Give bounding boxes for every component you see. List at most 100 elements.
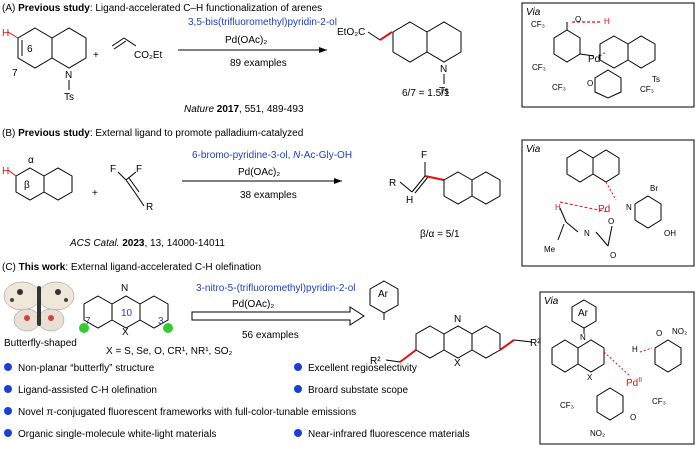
- product-c: [369, 280, 533, 363]
- br-label-b: Br: [650, 184, 658, 193]
- via-box-b: [521, 139, 695, 267]
- position-10-label: 10: [121, 308, 133, 319]
- f-label-product-b: F: [421, 150, 427, 161]
- f-label-b2: F: [136, 164, 142, 175]
- f-label-b1: F: [110, 164, 116, 175]
- o-label-via-b: O: [608, 217, 614, 226]
- alpha-label: α: [28, 155, 34, 166]
- x-label-product-c: X: [454, 358, 461, 369]
- position-7-label-c: 7: [85, 316, 91, 327]
- h-label-product-b: H: [406, 195, 413, 206]
- no2-label-via-c1: NO₂: [672, 327, 687, 336]
- section-a-title: (A) Previous study: Ligand-accelerated C…: [2, 3, 322, 14]
- ts-label-a2: Ts: [439, 86, 449, 97]
- butterfly-caption: Butterfly-shaped: [4, 338, 77, 349]
- examples-b: 38 examples: [240, 190, 297, 201]
- bullet-item: Non-planar “butterfly” structure: [18, 363, 155, 374]
- phenothiazine-reactant: [83, 295, 169, 329]
- h-label-via-b: H: [555, 203, 561, 212]
- co2et-label: CO₂Et: [134, 50, 163, 61]
- beta-label: β: [24, 180, 30, 191]
- ligand-c: 3-nitro-5-(trifluoromethyl)pyridin-2-ol: [196, 283, 356, 294]
- n-label-via-b: N: [626, 203, 632, 212]
- cf3-a-right: CF₃: [640, 85, 654, 94]
- r2-label-left: R²: [370, 356, 381, 367]
- bullet-item: Ligand-assisted C-H olefination: [18, 385, 157, 396]
- bullet-item: Organic single-molecule white-light mate…: [18, 429, 216, 440]
- product-b: [399, 162, 501, 205]
- via-label-b: Via: [526, 144, 541, 155]
- n-label-product-c: N: [454, 314, 461, 325]
- ester-label: EtO₂C: [337, 27, 365, 38]
- section-c-title: (C) This work: External ligand-accelerat…: [2, 262, 261, 273]
- bullet-item: Excellent regioselectivity: [308, 363, 417, 374]
- o-label-via-c: O: [656, 329, 662, 338]
- position-3-label-c: 3: [158, 316, 164, 327]
- o-label-via-c2: O: [630, 413, 636, 422]
- o-label-a2: O: [587, 79, 593, 88]
- r2-label-right: R²: [530, 338, 541, 349]
- no2-label-via-c2: NO₂: [590, 429, 605, 438]
- ar-label-c: Ar: [378, 289, 389, 300]
- via-box-c: [539, 291, 695, 445]
- tetrahydroquinoline-reactant: [7, 27, 87, 69]
- cf3-c-right: CF₃: [652, 397, 666, 406]
- cf3-a-top: CF₃: [531, 20, 545, 29]
- ligand-a: 3,5-bis(trifluoromethyl)pyridin-2-ol: [188, 17, 337, 28]
- reference-b: ACS Catal. 2023, 13, 14000-14011: [69, 238, 225, 249]
- butterfly-image: [3, 281, 75, 332]
- ligand-b: 6-bromo-pyridine-3-ol, N-Ac-Gly-OH: [192, 150, 352, 161]
- nh-label-c: N: [121, 283, 128, 294]
- catalyst-a: Pd(OAc)₂: [225, 35, 267, 46]
- cf3-a-bottom: CF₃: [552, 83, 566, 92]
- transition-state-c: [551, 299, 682, 421]
- reaction-arrow-c: [191, 306, 365, 326]
- ts-label-a: Ts: [64, 92, 74, 103]
- plus-b: +: [92, 188, 98, 199]
- position-7-label: 7: [12, 68, 18, 79]
- h-label-via-c: H: [632, 345, 638, 354]
- ar-label-via-c: Ar: [578, 308, 589, 319]
- pd-label-c: PdII: [626, 377, 642, 389]
- via-box-a: [521, 2, 695, 108]
- c-h-marker-7: [79, 323, 89, 333]
- via-label-a: Via: [526, 7, 541, 18]
- r-label-b: R: [146, 202, 153, 213]
- section-b-title: (B) Previous study: External ligand to p…: [2, 128, 303, 139]
- ratio-a: 6/7 = 1.5/1: [402, 88, 450, 99]
- examples-a: 89 examples: [230, 58, 287, 69]
- n-label-via-b2: N: [584, 229, 590, 238]
- ratio-b: β/α = 5/1: [420, 229, 460, 240]
- cf3-c-left: CF₃: [560, 401, 574, 410]
- ethyl-acrylate: [111, 37, 137, 50]
- x-definition: X = S, Se, O, CR¹, NR¹, SO₂: [106, 346, 233, 357]
- bullet-item: Novel π-conjugated fluorescent framework…: [18, 407, 356, 418]
- x-label-via-c: X: [587, 373, 593, 382]
- h-label-b: H: [2, 166, 9, 177]
- product-a: [367, 21, 462, 63]
- bullet-list: Non-planar “butterfly” structure Excelle…: [4, 363, 470, 440]
- difluoroalkene: [117, 171, 145, 207]
- naphthalene-reactant: [7, 167, 73, 201]
- r-label-product-b: R: [389, 178, 396, 189]
- x-label-c: X: [122, 327, 129, 338]
- position-6-label: 6: [27, 44, 33, 55]
- via-label-c: Via: [544, 296, 559, 307]
- catalyst-c: Pd(OAc)₂: [232, 299, 274, 310]
- examples-c: 56 examples: [242, 330, 299, 341]
- o-label-via-b2: O: [610, 251, 616, 260]
- ts-label-via-a: Ts: [652, 75, 660, 84]
- c-h-marker-3: [163, 323, 173, 333]
- oh-label-b: OH: [664, 229, 676, 238]
- n-label-a2: N: [440, 64, 447, 75]
- n-label-via-c: N: [580, 333, 586, 342]
- me-label-b: Me: [544, 245, 556, 254]
- o-label-a: O: [575, 15, 581, 24]
- h-label-a: H: [2, 28, 9, 39]
- pd-label-a: Pd: [588, 54, 600, 65]
- catalyst-b: Pd(OAc)₂: [238, 167, 280, 178]
- n-label-a: N: [65, 70, 72, 81]
- pd-label-b: Pd: [598, 204, 610, 215]
- transition-state-a: [553, 22, 656, 99]
